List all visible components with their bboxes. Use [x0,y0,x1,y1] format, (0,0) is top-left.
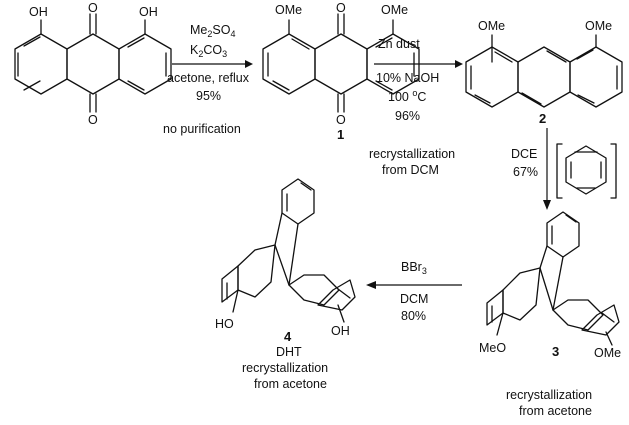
step2-reagent: Zn dust [378,37,420,51]
svg-text:Me2SO4: Me2SO4 [190,23,235,39]
c4-note-line1: recrystallization [242,361,328,375]
compound-2-number: 2 [539,111,546,126]
c3-note-line1: recrystallization [506,388,592,402]
step2-base: 10% NaOH [376,71,439,85]
c4-oh-right-label: OH [331,324,350,338]
step1-yield: 95% [196,89,221,103]
svg-text:BBr3: BBr3 [401,260,427,276]
arrowhead-step-2 [455,60,463,68]
step4-reagents: BBr3 DCM 80% [400,260,428,323]
c1-o-top-label: O [336,1,346,15]
step3-yield: 67% [513,165,538,179]
compound-4-number: 4 [284,329,292,344]
c4-note-line2: from acetone [254,377,327,391]
compound-4-name: DHT [276,345,302,359]
compound-2-structure [465,34,623,108]
compound-4-structure [221,178,356,323]
compound-3-number: 3 [552,344,559,359]
sm-oh-left-label: OH [29,5,48,19]
step1-note: no purification [163,122,241,136]
compound-3-structure [486,211,620,346]
compound-1-number: 1 [337,127,344,142]
c4-oh-left-label: HO [215,317,234,331]
c1-ome-left-label: OMe [275,3,302,17]
c2-ome-left-label: OMe [478,19,505,33]
step1-reagents: Me2SO4 K2CO3 acetone, reflux 95% no puri… [163,23,250,136]
svg-text:100 oC: 100 oC [388,88,426,104]
c3-ome-left-label: MeO [479,341,506,355]
step4-solvent: DCM [400,292,428,306]
arrowhead-step-1 [245,60,253,68]
step3-solvent: DCE [511,147,537,161]
step2-reagents: Zn dust 10% NaOH 100 oC 96% recrystalliz… [369,37,455,177]
sm-o-bottom-label: O [88,113,98,127]
starting-material-structure [14,13,172,113]
benzyne-bracket [556,143,617,199]
step1-conditions: acetone, reflux [167,71,250,85]
compound-1-structure [262,13,420,113]
arrowhead-step-4 [366,281,376,289]
c2-ome-right-label: OMe [585,19,612,33]
step2-note-line1: recrystallization [369,147,455,161]
c3-note-line2: from acetone [519,404,592,418]
step2-yield: 96% [395,109,420,123]
arrowhead-step-3 [543,200,551,210]
step2-note-line2: from DCM [382,163,439,177]
svg-text:K2CO3: K2CO3 [190,43,227,59]
sm-o-top-label: O [88,1,98,15]
step4-yield: 80% [401,309,426,323]
c1-ome-right-label: OMe [381,3,408,17]
c3-ome-right-label: OMe [594,346,621,360]
c1-o-bottom-label: O [336,113,346,127]
sm-oh-right-label: OH [139,5,158,19]
